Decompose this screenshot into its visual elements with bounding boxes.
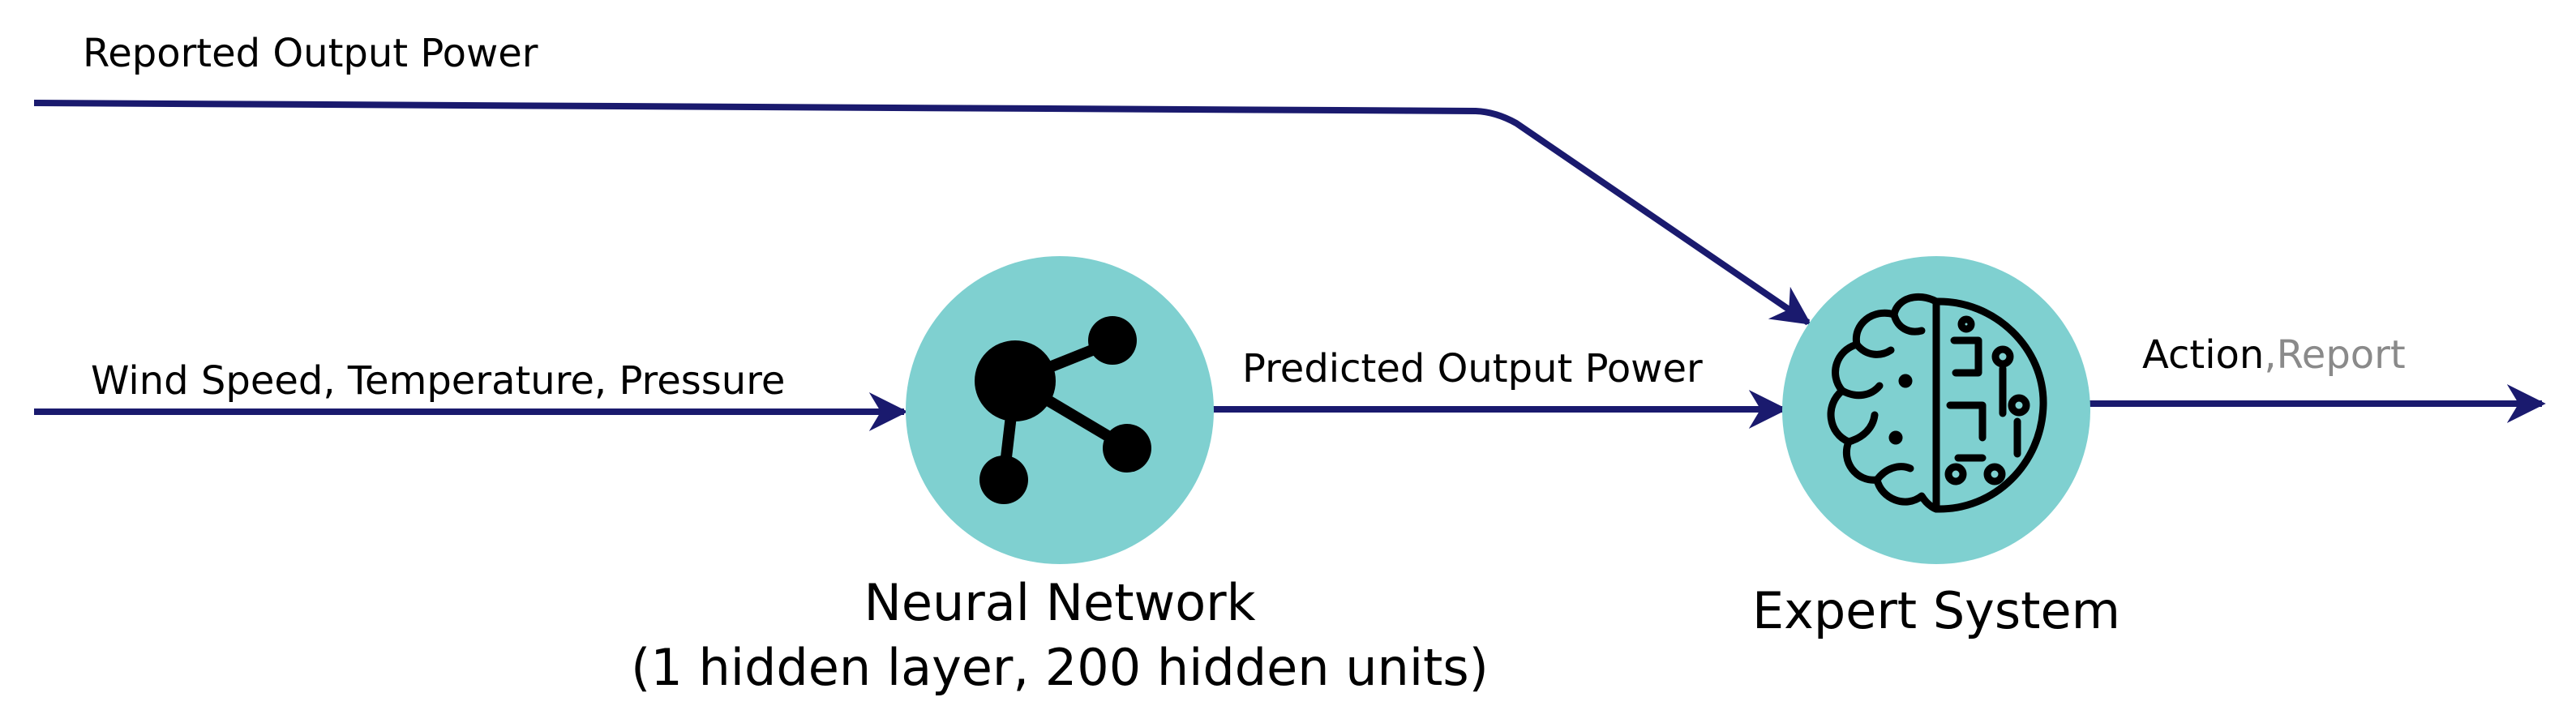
expert-system-title: Expert System [1752,581,2120,640]
brain-circuit-icon [1827,293,2047,513]
inputs-label: Wind Speed, Temperature, Pressure [91,358,785,404]
action-label: Action [2142,332,2264,378]
output-label: Action,Report [2142,332,2406,378]
neural-network-node: Neural Network (1 hidden layer, 200 hidd… [631,256,1489,697]
report-label: ,Report [2264,332,2405,378]
neural-network-subtitle: (1 hidden layer, 200 hidden units) [631,638,1489,697]
reported-power-label: Reported Output Power [83,31,538,76]
network-share-icon [975,316,1151,504]
reported-power-edge [33,100,1811,326]
expert-system-node: Expert System [1752,256,2120,640]
predicted-power-label: Predicted Output Power [1242,346,1703,391]
neural-network-title: Neural Network [864,573,1255,632]
